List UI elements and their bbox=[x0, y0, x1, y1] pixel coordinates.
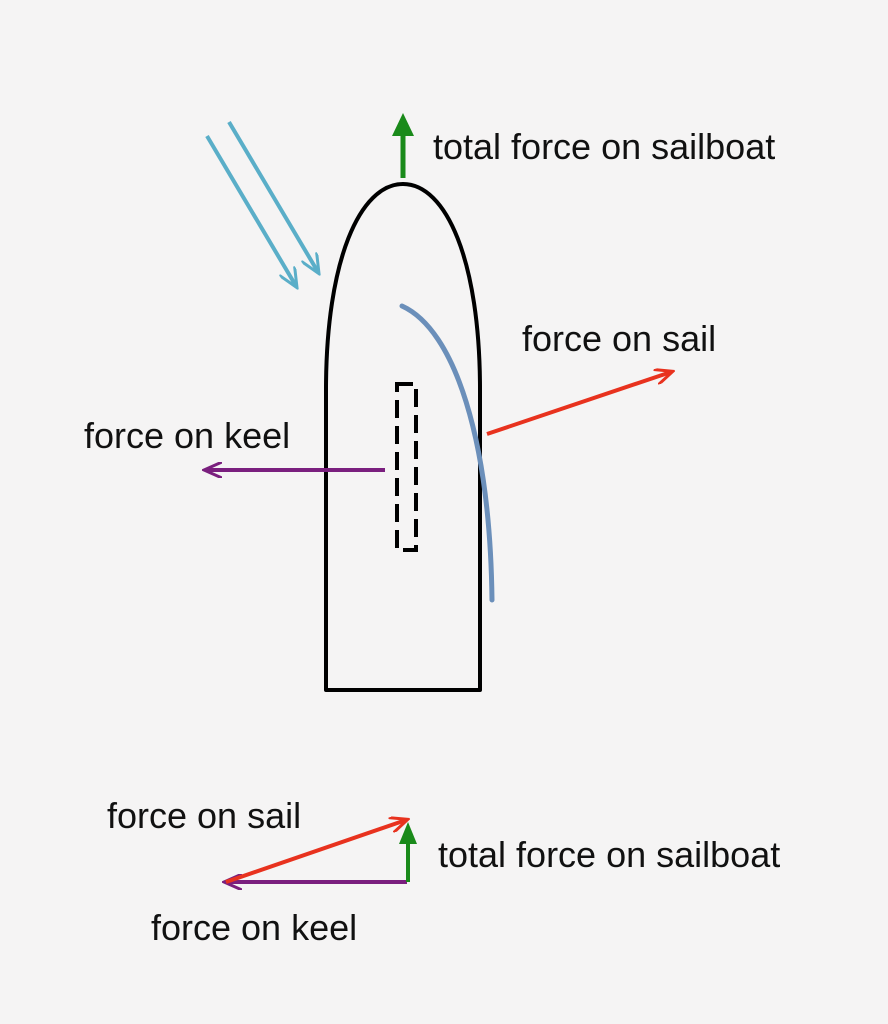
keel-force-label-bottom: force on keel bbox=[151, 907, 358, 948]
total-force-arrowhead-top bbox=[392, 113, 414, 136]
sail-force-label-bottom: force on sail bbox=[107, 795, 302, 836]
keel-force-label-top: force on keel bbox=[84, 415, 291, 456]
vector-sum-triangle bbox=[226, 820, 417, 882]
wind-arrow-right bbox=[227, 120, 318, 272]
sail-force-arrow-bottom bbox=[225, 820, 406, 884]
sailboat-hull bbox=[324, 182, 482, 692]
total-force-label-top: total force on sailboat bbox=[433, 126, 776, 167]
wind-arrows-icon bbox=[205, 120, 318, 286]
total-force-arrowhead-bottom bbox=[399, 822, 417, 844]
sail-force-arrow-top bbox=[486, 372, 671, 436]
total-force-label-bottom: total force on sailboat bbox=[438, 834, 781, 875]
sail-curve bbox=[399, 303, 495, 603]
sail-force-label-top: force on sail bbox=[522, 318, 717, 359]
wind-arrow-left bbox=[205, 134, 296, 286]
keel-dashed-outline bbox=[395, 382, 418, 552]
